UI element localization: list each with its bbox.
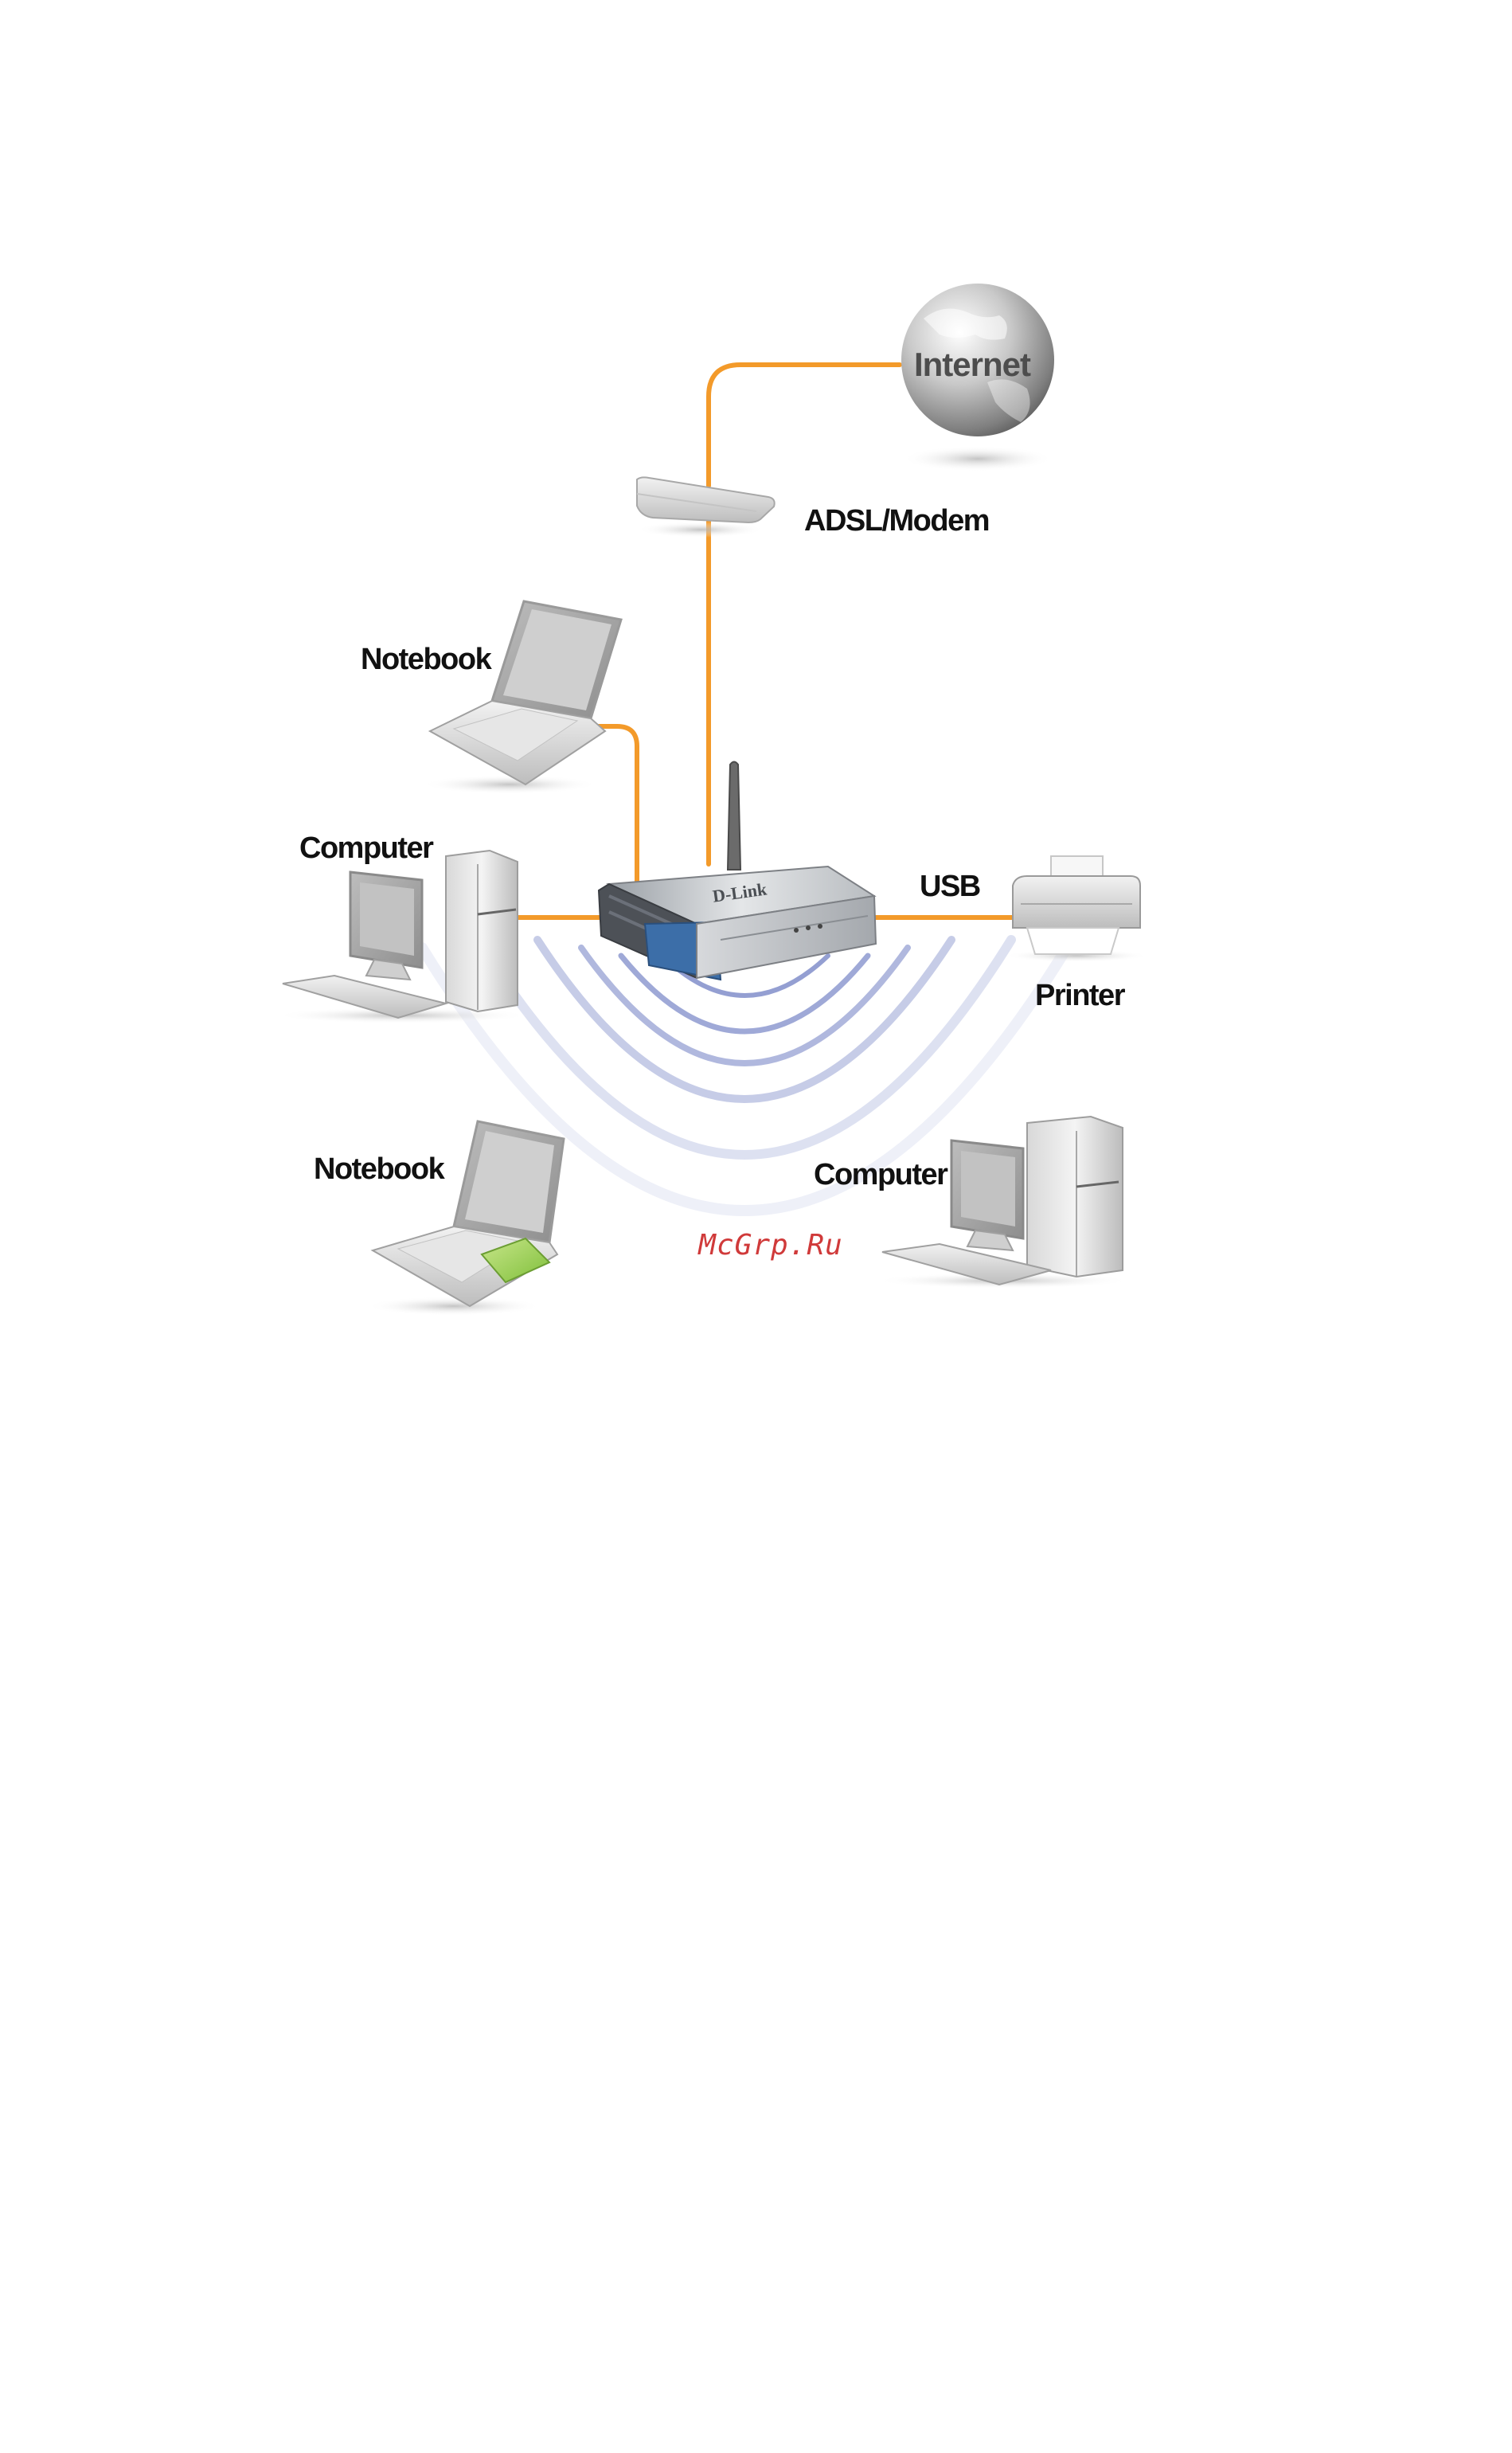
- modem-icon: [637, 477, 775, 538]
- wireless-router-icon: D-Link: [599, 762, 876, 980]
- printer-label: Printer: [1035, 979, 1126, 1012]
- watermark-text: McGrp.Ru: [697, 1229, 842, 1262]
- desktop-computer-icon-left: [275, 851, 529, 1023]
- usb-label: USB: [920, 870, 980, 903]
- modem-label: ADSL/Modem: [804, 504, 989, 538]
- notebook-bottom-label: Notebook: [314, 1152, 446, 1186]
- computer-bottom-label: Computer: [814, 1158, 948, 1191]
- printer-icon: [1005, 856, 1148, 962]
- computer-left-label: Computer: [299, 831, 434, 865]
- globe-icon: Internet: [901, 284, 1054, 471]
- internet-label: Internet: [914, 346, 1031, 383]
- notebook-top-label: Notebook: [361, 643, 493, 676]
- laptop-icon-bottom: [366, 1121, 564, 1316]
- cable-internet-modem: [709, 365, 900, 486]
- laptop-icon-top: [422, 601, 621, 794]
- cable-notebook-router: [593, 726, 637, 884]
